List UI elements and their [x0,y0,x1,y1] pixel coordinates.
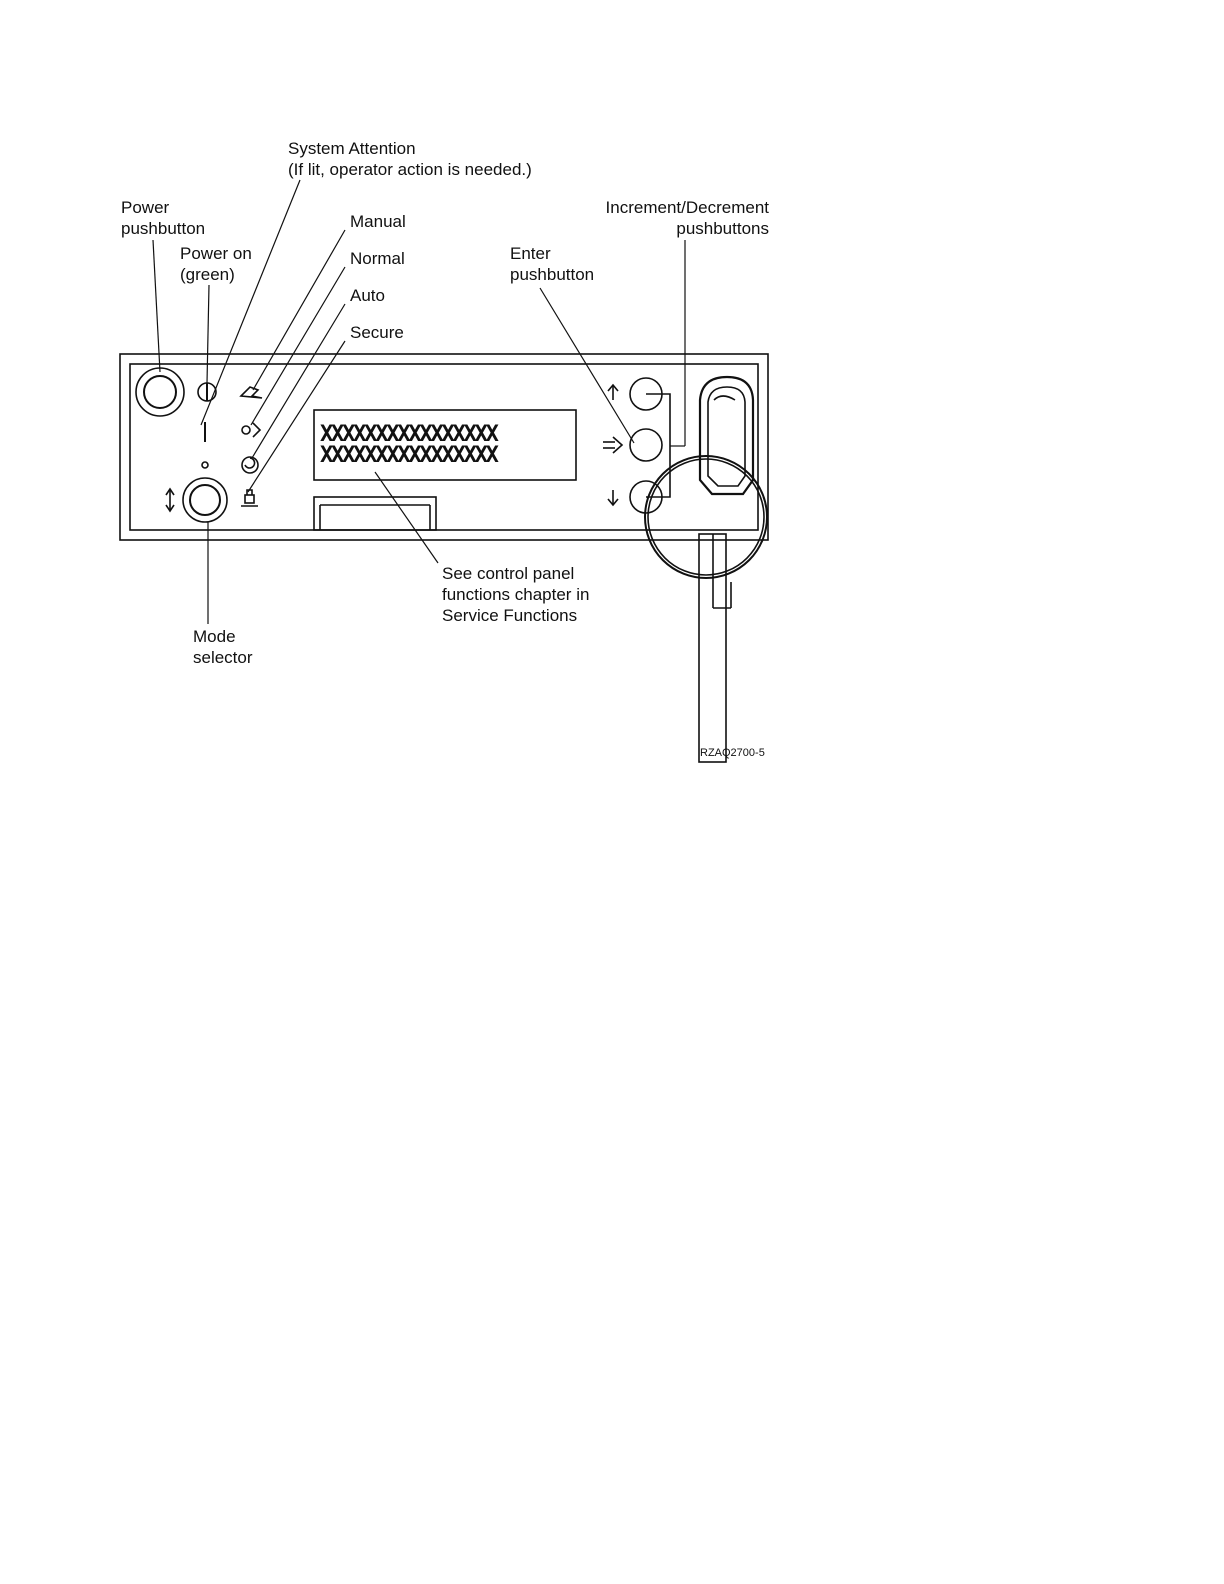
mode-selector-knob[interactable] [183,478,227,522]
power-on-light [198,383,216,401]
system-attention-label: System Attention (If lit, operator actio… [288,138,532,180]
mode-selector-label-line1: Mode [193,626,253,647]
small-indicator-light [202,462,208,468]
lcd-text: XXXXXXXXXXXXXXXX XXXXXXXXXXXXXXXX [320,424,497,466]
up-arrow-icon [608,385,618,400]
power-on-label: Power on (green) [180,243,252,285]
see-control-line2: functions chapter in [442,584,589,605]
power-on-label-line1: Power on [180,243,252,264]
normal-label: Normal [350,248,405,269]
increment-label-line2: pushbuttons [606,218,769,239]
secure-lock-icon [241,490,258,506]
power-pushbutton-label-line2: pushbutton [121,218,205,239]
normal-ok-icon [242,423,260,437]
system-attention-note: (If lit, operator action is needed.) [288,159,532,180]
updown-arrow-icon [166,489,174,511]
lcd-line-2: XXXXXXXXXXXXXXXX [320,445,497,466]
see-control-line3: Service Functions [442,605,589,626]
power-on-label-line2: (green) [180,264,252,285]
enter-label: Enter pushbutton [510,243,594,285]
see-control-line1: See control panel [442,563,589,584]
manual-label: Manual [350,211,406,232]
figure-id: RZAQ2700-5 [700,747,765,759]
down-arrow-icon [608,490,618,505]
manual-hand-icon [241,387,262,398]
system-attention-title: System Attention [288,138,532,159]
power-pushbutton-label-line1: Power [121,197,205,218]
key-icon [645,377,767,762]
enter-label-line2: pushbutton [510,264,594,285]
enter-pushbutton[interactable] [630,429,662,461]
auto-spiral-icon [242,457,258,473]
secure-label: Secure [350,322,404,343]
lcd-line-1: XXXXXXXXXXXXXXXX [320,424,497,445]
see-control-panel-label: See control panel functions chapter in S… [442,563,589,626]
card-slot [314,497,436,530]
enter-label-line1: Enter [510,243,594,264]
auto-label: Auto [350,285,385,306]
power-pushbutton-label: Power pushbutton [121,197,205,239]
enter-arrow-icon [603,437,622,453]
power-pushbutton[interactable] [136,368,184,416]
mode-selector-label-line2: selector [193,647,253,668]
increment-label-line1: Increment/Decrement [606,197,769,218]
mode-selector-label: Mode selector [193,626,253,668]
increment-decrement-label: Increment/Decrement pushbuttons [606,197,769,239]
